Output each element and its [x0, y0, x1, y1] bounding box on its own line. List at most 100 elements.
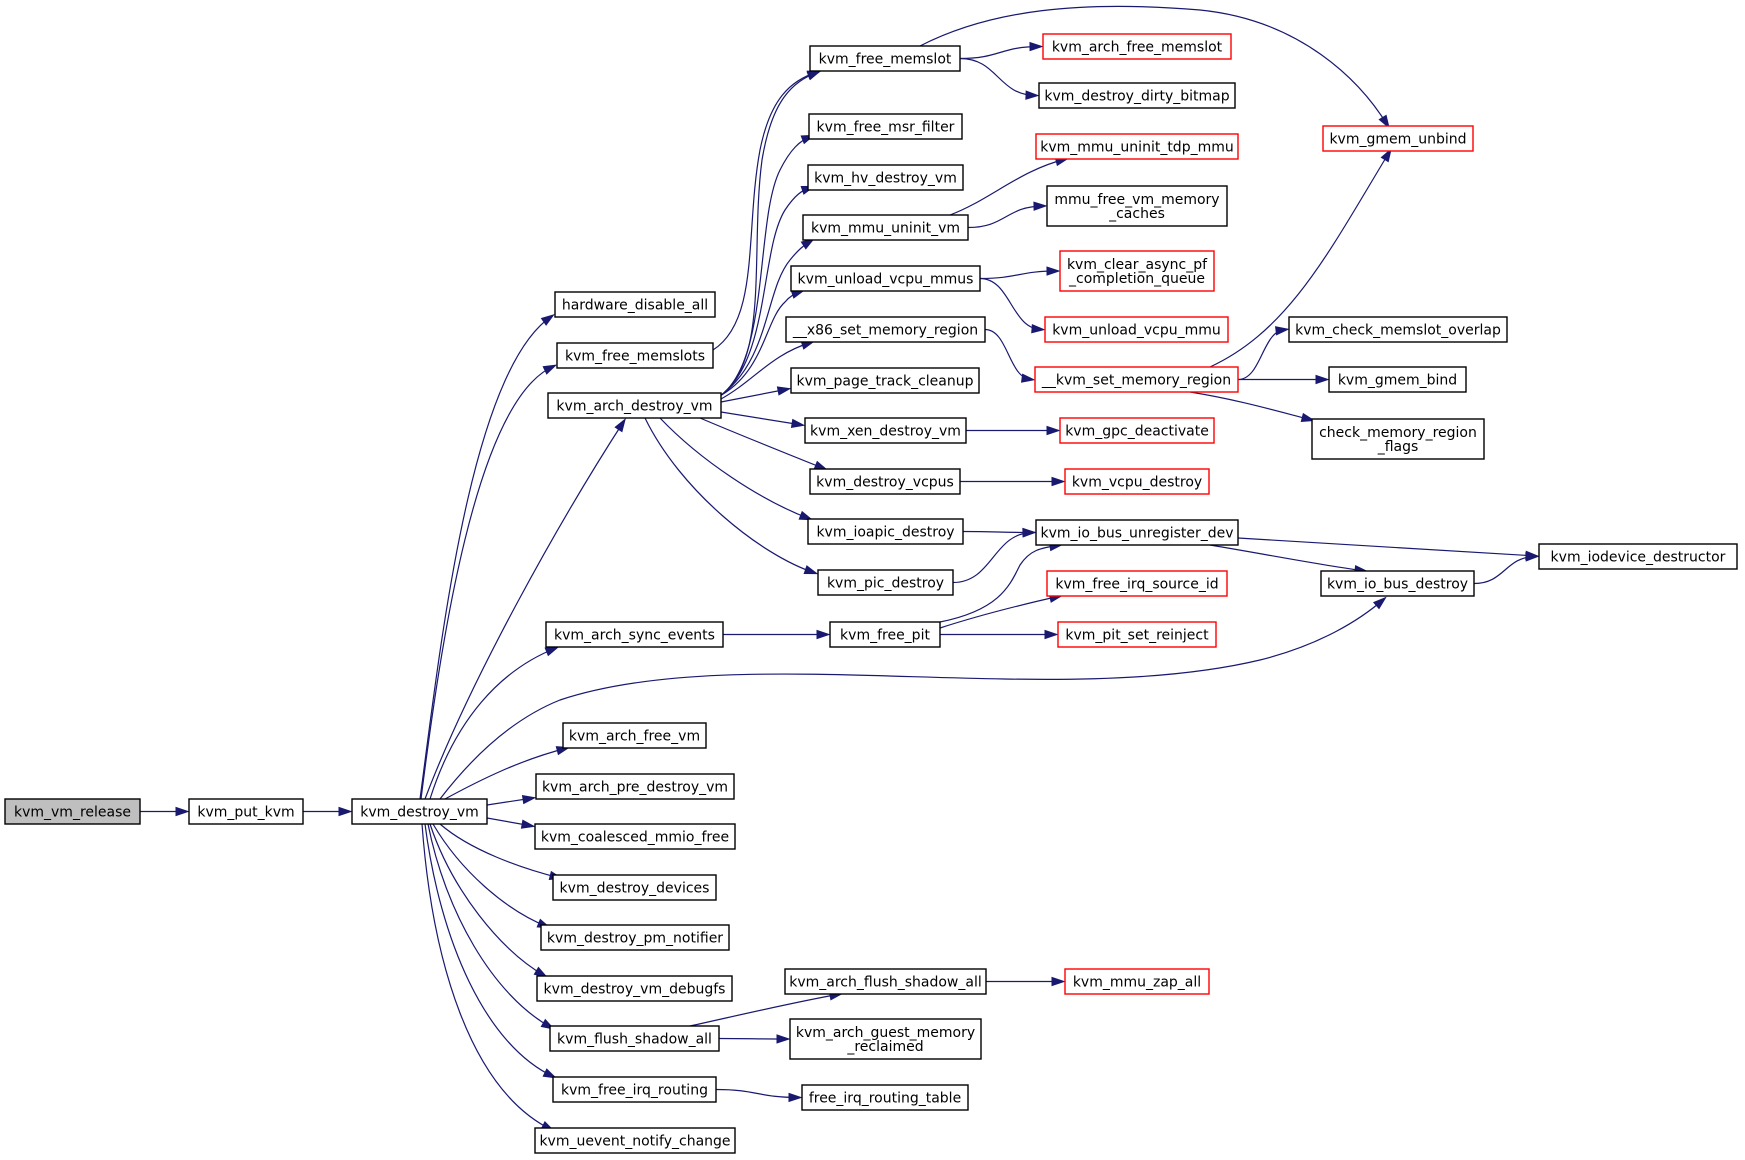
node-box: [534, 1127, 736, 1154]
node-kvm-io-bus-unregister-dev[interactable]: kvm_io_bus_unregister_dev: [1035, 519, 1239, 546]
node-kvm-arch-sync-events[interactable]: kvm_arch_sync_events: [545, 621, 724, 648]
node-box: [1059, 417, 1215, 444]
node-kvm-arch-flush-shadow-all[interactable]: kvm_arch_flush_shadow_all: [784, 968, 987, 995]
node-kvm-gpc-deactivate[interactable]: kvm_gpc_deactivate: [1059, 417, 1215, 444]
node-kvm-free-msr-filter[interactable]: kvm_free_msr_filter: [808, 113, 963, 140]
node-box: [535, 773, 735, 800]
node-kvm-iodevice-destructor[interactable]: kvm_iodevice_destructor: [1538, 543, 1738, 570]
node-label: kvm_free_memslot: [819, 52, 952, 68]
node-label: kvm_pic_destroy: [827, 576, 944, 592]
edge-kvm_destroy_vm-to-hardware_disable_all: [419, 313, 555, 800]
edge-kvm_unload_vcpu_mmus-to-kvm_unload_vcpu_mmu: [979, 277, 1046, 334]
node-box: [1044, 316, 1229, 343]
node-box: [807, 164, 964, 191]
node-box: [545, 621, 724, 648]
node-kvm-gmem-bind[interactable]: kvm_gmem_bind: [1328, 366, 1467, 393]
node-kvm-hv-destroy-vm[interactable]: kvm_hv_destroy_vm: [807, 164, 964, 191]
node-kvm-vcpu-destroy[interactable]: kvm_vcpu_destroy: [1064, 468, 1210, 495]
edge-kvm_free_memslot-to-kvm_gmem_unbind: [919, 5, 1390, 130]
edge-kvm_destroy_vm-to-kvm_destroy_pm_notifier: [432, 823, 552, 929]
node-box: [552, 1076, 717, 1103]
edge-kvm_pic_destroy-to-kvm_io_bus_unregister_dev: [952, 528, 1037, 584]
node-kvm-set-memory-region[interactable]: __kvm_set_memory_region: [1034, 366, 1239, 393]
edge-kvm_free_memslot-to-kvm_destroy_dirty_bitmap: [959, 57, 1040, 100]
node-kvm-arch-free-vm[interactable]: kvm_arch_free_vm: [562, 722, 707, 749]
node-box: [1046, 185, 1228, 227]
edge-kvm_destroy_vm-to-kvm_uevent_notify_change: [421, 823, 556, 1132]
node-x86-set-memory-region[interactable]: __x86_set_memory_region: [785, 316, 986, 343]
node-check-memory-region-flags[interactable]: check_memory_region_flags: [1311, 418, 1485, 460]
node-box: [549, 1025, 720, 1052]
node-kvm-vm-release[interactable]: kvm_vm_release: [4, 798, 141, 825]
node-label: kvm_free_memslots: [565, 349, 705, 365]
node-kvm-destroy-pm-notifier[interactable]: kvm_destroy_pm_notifier: [540, 924, 730, 951]
edge-kvm_destroy_vm-to-kvm_flush_shadow_all: [427, 823, 556, 1030]
node-box: [802, 214, 969, 241]
node-kvm-check-memslot-overlap[interactable]: kvm_check_memslot_overlap: [1288, 316, 1508, 343]
node-kvm-gmem-unbind[interactable]: kvm_gmem_unbind: [1322, 125, 1474, 152]
node-mmu-free-vm-memory-caches[interactable]: mmu_free_vm_memory_caches: [1046, 185, 1228, 227]
node-kvm-free-memslot[interactable]: kvm_free_memslot: [809, 45, 961, 72]
node-box: [534, 823, 736, 850]
node-kvm-destroy-vcpus[interactable]: kvm_destroy_vcpus: [809, 468, 961, 495]
node-box: [536, 975, 733, 1002]
node-kvm-destroy-devices[interactable]: kvm_destroy_devices: [552, 874, 717, 901]
node-kvm-unload-vcpu-mmus[interactable]: kvm_unload_vcpu_mmus: [790, 265, 981, 292]
edge-kvm_arch_sync_events-to-kvm_free_pit: [723, 629, 831, 640]
node-label: kvm_hv_destroy_vm: [814, 171, 957, 187]
node-kvm-arch-free-memslot[interactable]: kvm_arch_free_memslot: [1042, 33, 1232, 60]
node-kvm-page-track-cleanup[interactable]: kvm_page_track_cleanup: [790, 367, 980, 394]
node-label: kvm_uevent_notify_change: [539, 1134, 730, 1150]
node-kvm-free-pit[interactable]: kvm_free_pit: [829, 621, 941, 648]
node-label: kvm_destroy_devices: [560, 881, 710, 897]
edge-kvm_destroy_vcpus-to-kvm_vcpu_destroy: [960, 476, 1066, 487]
node-label: kvm_mmu_uninit_tdp_mmu: [1040, 140, 1233, 156]
node-box: [1322, 125, 1474, 152]
node-kvm-arch-pre-destroy-vm[interactable]: kvm_arch_pre_destroy_vm: [535, 773, 735, 800]
node-kvm-destroy-vm-debugfs[interactable]: kvm_destroy_vm_debugfs: [536, 975, 733, 1002]
node-kvm-io-bus-destroy[interactable]: kvm_io_bus_destroy: [1320, 570, 1475, 597]
node-kvm-free-memslots[interactable]: kvm_free_memslots: [556, 342, 714, 369]
edge-kvm_io_bus_destroy-to-kvm_iodevice_destructor: [1473, 552, 1540, 585]
edge-kvm_free_memslots-to-kvm_free_memslot: [712, 70, 822, 351]
node-kvm-mmu-uninit-tdp-mmu[interactable]: kvm_mmu_uninit_tdp_mmu: [1035, 133, 1239, 160]
node-label: kvm_xen_destroy_vm: [810, 424, 961, 440]
edge-kvm_arch_destroy_vm-to-x86_set_memory_region: [720, 340, 816, 400]
edge-kvm_destroy_vm-to-kvm_arch_destroy_vm: [424, 417, 626, 800]
node-box: [351, 798, 488, 825]
node-kvm-flush-shadow-all[interactable]: kvm_flush_shadow_all: [549, 1025, 720, 1052]
node-kvm-coalesced-mmio-free[interactable]: kvm_coalesced_mmio_free: [534, 823, 736, 850]
node-free-irq-routing-table[interactable]: free_irq_routing_table: [801, 1084, 969, 1111]
node-kvm-unload-vcpu-mmu[interactable]: kvm_unload_vcpu_mmu: [1044, 316, 1229, 343]
node-label: kvm_vcpu_destroy: [1072, 475, 1202, 491]
node-box: [1046, 570, 1228, 597]
node-kvm-put-kvm[interactable]: kvm_put_kvm: [188, 798, 304, 825]
node-kvm-destroy-vm[interactable]: kvm_destroy_vm: [351, 798, 488, 825]
node-label: kvm_clear_async_pf: [1067, 257, 1208, 273]
node-kvm-mmu-zap-all[interactable]: kvm_mmu_zap_all: [1064, 968, 1210, 995]
node-kvm-ioapic-destroy[interactable]: kvm_ioapic_destroy: [807, 518, 964, 545]
node-box: [784, 968, 987, 995]
node-kvm-free-irq-routing[interactable]: kvm_free_irq_routing: [552, 1076, 717, 1103]
edge-kvm_destroy_vm-to-kvm_free_irq_routing: [424, 823, 558, 1079]
node-label: free_irq_routing_table: [809, 1091, 961, 1107]
node-kvm-pic-destroy[interactable]: kvm_pic_destroy: [817, 569, 954, 596]
node-label: mmu_free_vm_memory: [1054, 192, 1219, 208]
node-kvm-arch-destroy-vm[interactable]: kvm_arch_destroy_vm: [547, 392, 722, 419]
node-box: [790, 265, 981, 292]
edge-kvm_set_memory_region-to-kvm_gmem_bind: [1238, 374, 1330, 385]
node-kvm-clear-async-pf-completion-queue[interactable]: kvm_clear_async_pf_completion_queue: [1059, 250, 1215, 292]
node-label: kvm_vm_release: [14, 805, 131, 821]
node-label: kvm_pit_set_reinject: [1065, 628, 1209, 644]
node-label: kvm_check_memslot_overlap: [1295, 323, 1501, 339]
node-box: [1034, 366, 1239, 393]
node-kvm-xen-destroy-vm[interactable]: kvm_xen_destroy_vm: [804, 417, 967, 444]
node-hardware-disable-all[interactable]: hardware_disable_all: [554, 291, 716, 318]
node-kvm-pit-set-reinject[interactable]: kvm_pit_set_reinject: [1057, 621, 1217, 648]
node-kvm-free-irq-source-id[interactable]: kvm_free_irq_source_id: [1046, 570, 1228, 597]
node-kvm-destroy-dirty-bitmap[interactable]: kvm_destroy_dirty_bitmap: [1038, 82, 1236, 109]
node-kvm-mmu-uninit-vm[interactable]: kvm_mmu_uninit_vm: [802, 214, 969, 241]
edge-kvm_arch_destroy_vm-to-kvm_xen_destroy_vm: [720, 411, 806, 428]
node-kvm-arch-guest-memory-reclaimed[interactable]: kvm_arch_guest_memory_reclaimed: [789, 1018, 982, 1060]
node-kvm-uevent-notify-change[interactable]: kvm_uevent_notify_change: [534, 1127, 736, 1154]
